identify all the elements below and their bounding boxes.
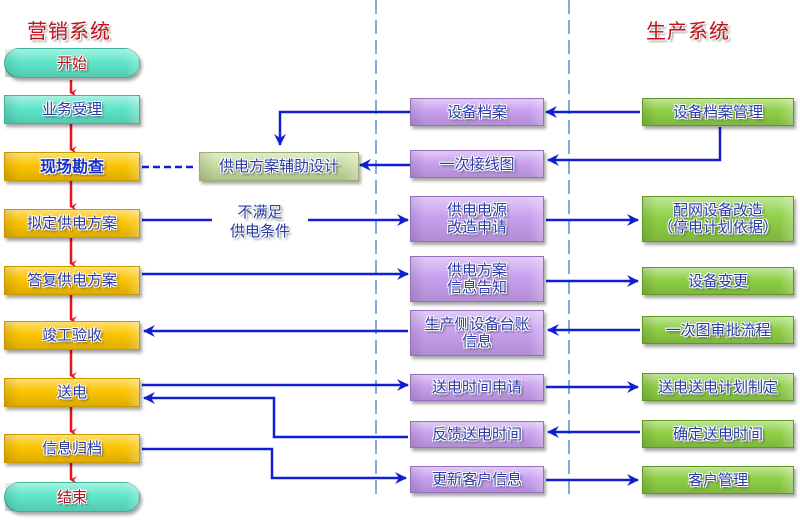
- flow-node-end[interactable]: 结束: [4, 482, 140, 512]
- prod-node-equip-change[interactable]: 设备变更: [642, 267, 794, 295]
- flow-node-label: 现场勘查: [39, 157, 104, 176]
- prod-node-label: 送电送电计划制定: [657, 377, 778, 396]
- prod-node-label: 设备档案管理: [672, 102, 763, 121]
- aux-design-box[interactable]: 供电方案辅助设计: [199, 152, 359, 181]
- flow-node-reply[interactable]: 答复供电方案: [4, 266, 140, 295]
- mid-node-label-line1: 供电方案: [446, 261, 507, 279]
- flow-node-label: 答复供电方案: [26, 271, 117, 289]
- prod-node-label: 一次图审批流程: [665, 320, 771, 339]
- mid-node-equip-file[interactable]: 设备档案: [410, 98, 544, 126]
- prod-node-confirm-time[interactable]: 确定送电时间: [642, 420, 794, 448]
- flow-node-label: 竣工验收: [41, 326, 102, 344]
- flow-node-archive[interactable]: 信息归档: [4, 434, 140, 463]
- aux-design-label: 供电方案辅助设计: [218, 157, 339, 175]
- flow-node-start[interactable]: 开始: [4, 48, 140, 78]
- production-system-title: 生产系统: [646, 19, 730, 43]
- flow-node-label: 结束: [56, 487, 87, 506]
- prod-node-label: 客户管理: [687, 470, 748, 489]
- mid-node-label: 更新客户信息: [431, 470, 522, 488]
- mid-node-label: 设备档案: [446, 102, 507, 121]
- flow-node-label: 业务受理: [41, 100, 102, 118]
- mid-node-label: 一次接线图: [439, 154, 515, 173]
- flow-node-acceptance[interactable]: 竣工验收: [4, 321, 140, 350]
- condition-note-line2: 供电条件: [229, 222, 290, 240]
- mid-node-time-apply[interactable]: 送电时间申请: [410, 374, 544, 401]
- mid-node-label-line1: 供电电源: [446, 201, 507, 219]
- arrow-feedback-poweron: [143, 392, 408, 439]
- prod-node-grid-reform[interactable]: 配网设备改造 （停电计划依据）: [642, 196, 794, 242]
- marketing-system-title: 营销系统: [27, 19, 111, 43]
- mid-node-label-line2: 信息: [461, 332, 492, 350]
- condition-note: 不满足 供电条件: [214, 203, 306, 241]
- arrow-equipmgmt-wiring: [547, 127, 722, 166]
- mid-node-wiring[interactable]: 一次接线图: [410, 150, 544, 178]
- mid-node-label-line2: 改造申请: [446, 218, 507, 236]
- flow-node-draft[interactable]: 拟定供电方案: [4, 209, 140, 238]
- mid-node-ledger[interactable]: 生产侧设备台账 信息: [410, 310, 544, 356]
- mid-node-label: 送电时间申请: [431, 378, 522, 396]
- arrow-equipfile-auxdesign: [274, 110, 410, 146]
- mid-node-label-line1: 生产侧设备台账: [424, 315, 530, 333]
- flow-node-label: 信息归档: [41, 439, 102, 457]
- prod-node-cust-mgmt[interactable]: 客户管理: [642, 466, 794, 494]
- prod-node-label: 设备变更: [687, 271, 748, 290]
- flow-node-survey[interactable]: 现场勘查: [4, 152, 140, 181]
- flow-node-label: 开始: [56, 53, 87, 72]
- flow-node-accept[interactable]: 业务受理: [4, 95, 140, 124]
- flow-node-label: 送电: [56, 383, 87, 401]
- prod-node-label: 确定送电时间: [672, 424, 763, 443]
- mid-node-label: 反馈送电时间: [431, 425, 522, 443]
- arrow-archive-updatecust: [142, 447, 407, 484]
- mid-node-time-feedback[interactable]: 反馈送电时间: [410, 421, 544, 448]
- mid-node-source-apply[interactable]: 供电电源 改造申请: [410, 196, 544, 242]
- condition-note-line1: 不满足: [237, 203, 283, 221]
- prod-node-equip-mgmt[interactable]: 设备档案管理: [642, 98, 794, 126]
- flow-node-label: 拟定供电方案: [26, 214, 117, 232]
- prod-node-power-plan[interactable]: 送电送电计划制定: [642, 373, 794, 401]
- prod-node-label-line2: （停电计划依据）: [657, 218, 778, 236]
- mid-node-label-line2: 信息告知: [446, 278, 507, 296]
- mid-node-update-cust[interactable]: 更新客户信息: [410, 466, 544, 493]
- flow-node-power-on[interactable]: 送电: [4, 378, 140, 407]
- mid-node-plan-notice[interactable]: 供电方案 信息告知: [410, 256, 544, 302]
- prod-node-label-line1: 配网设备改造: [672, 201, 763, 219]
- prod-node-diagram-review[interactable]: 一次图审批流程: [642, 316, 794, 344]
